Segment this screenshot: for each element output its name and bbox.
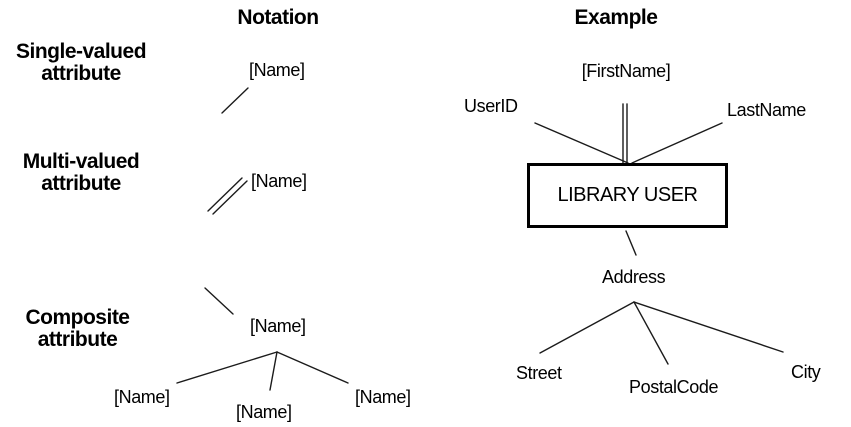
single-valued-label-line1: Single-valued	[15, 40, 147, 63]
address-branch-street-line	[539, 301, 635, 354]
composite-notation-child-name-2: [Name]	[236, 402, 292, 422]
city-attribute-label: City	[791, 362, 821, 382]
address-attribute-label: Address	[602, 267, 666, 287]
multi-valued-label-line2: attribute	[41, 172, 121, 195]
address-branch-city-line	[633, 301, 784, 353]
userid-attribute-line	[534, 122, 629, 164]
library-user-entity-name: LIBRARY USER	[557, 184, 699, 206]
composite-notation-child-name-1: [Name]	[114, 387, 170, 407]
multi-valued-attribute-line-1	[207, 177, 243, 212]
composite-attribute-label: Composite attribute	[0, 307, 155, 351]
composite-attribute-stem-line	[204, 287, 234, 315]
composite-branch-left-line	[176, 351, 278, 384]
address-attribute-line	[625, 230, 637, 256]
composite-notation-parent-name: [Name]	[250, 316, 306, 336]
example-column-header: Example	[574, 6, 658, 29]
multi-valued-notation-name: [Name]	[251, 171, 307, 191]
lastname-attribute-label: LastName	[727, 100, 806, 120]
composite-label-line2: attribute	[37, 328, 118, 351]
multi-valued-attribute-label: Multi-valued attribute	[0, 151, 162, 195]
composite-branch-right-line	[276, 351, 349, 384]
single-valued-label-line2: attribute	[41, 62, 121, 85]
single-valued-notation-name: [Name]	[249, 60, 305, 80]
postalcode-attribute-label: PostalCode	[629, 377, 719, 397]
firstname-attribute-label: [FirstName]	[581, 61, 671, 81]
composite-notation-child-name-3: [Name]	[355, 387, 411, 407]
multi-valued-label-line1: Multi-valued	[22, 150, 140, 173]
library-user-entity-box: LIBRARY USER	[527, 163, 728, 228]
lastname-attribute-line	[631, 122, 723, 164]
userid-attribute-label: UserID	[464, 96, 518, 116]
multi-valued-attribute-line-2	[212, 180, 248, 215]
single-valued-attribute-line	[221, 87, 249, 114]
composite-branch-middle-line	[269, 351, 278, 391]
notation-column-header: Notation	[237, 6, 319, 29]
composite-label-line1: Composite	[25, 306, 130, 329]
address-branch-postalcode-line	[633, 301, 669, 365]
single-valued-attribute-label: Single-valued attribute	[0, 41, 162, 85]
street-attribute-label: Street	[516, 363, 562, 383]
